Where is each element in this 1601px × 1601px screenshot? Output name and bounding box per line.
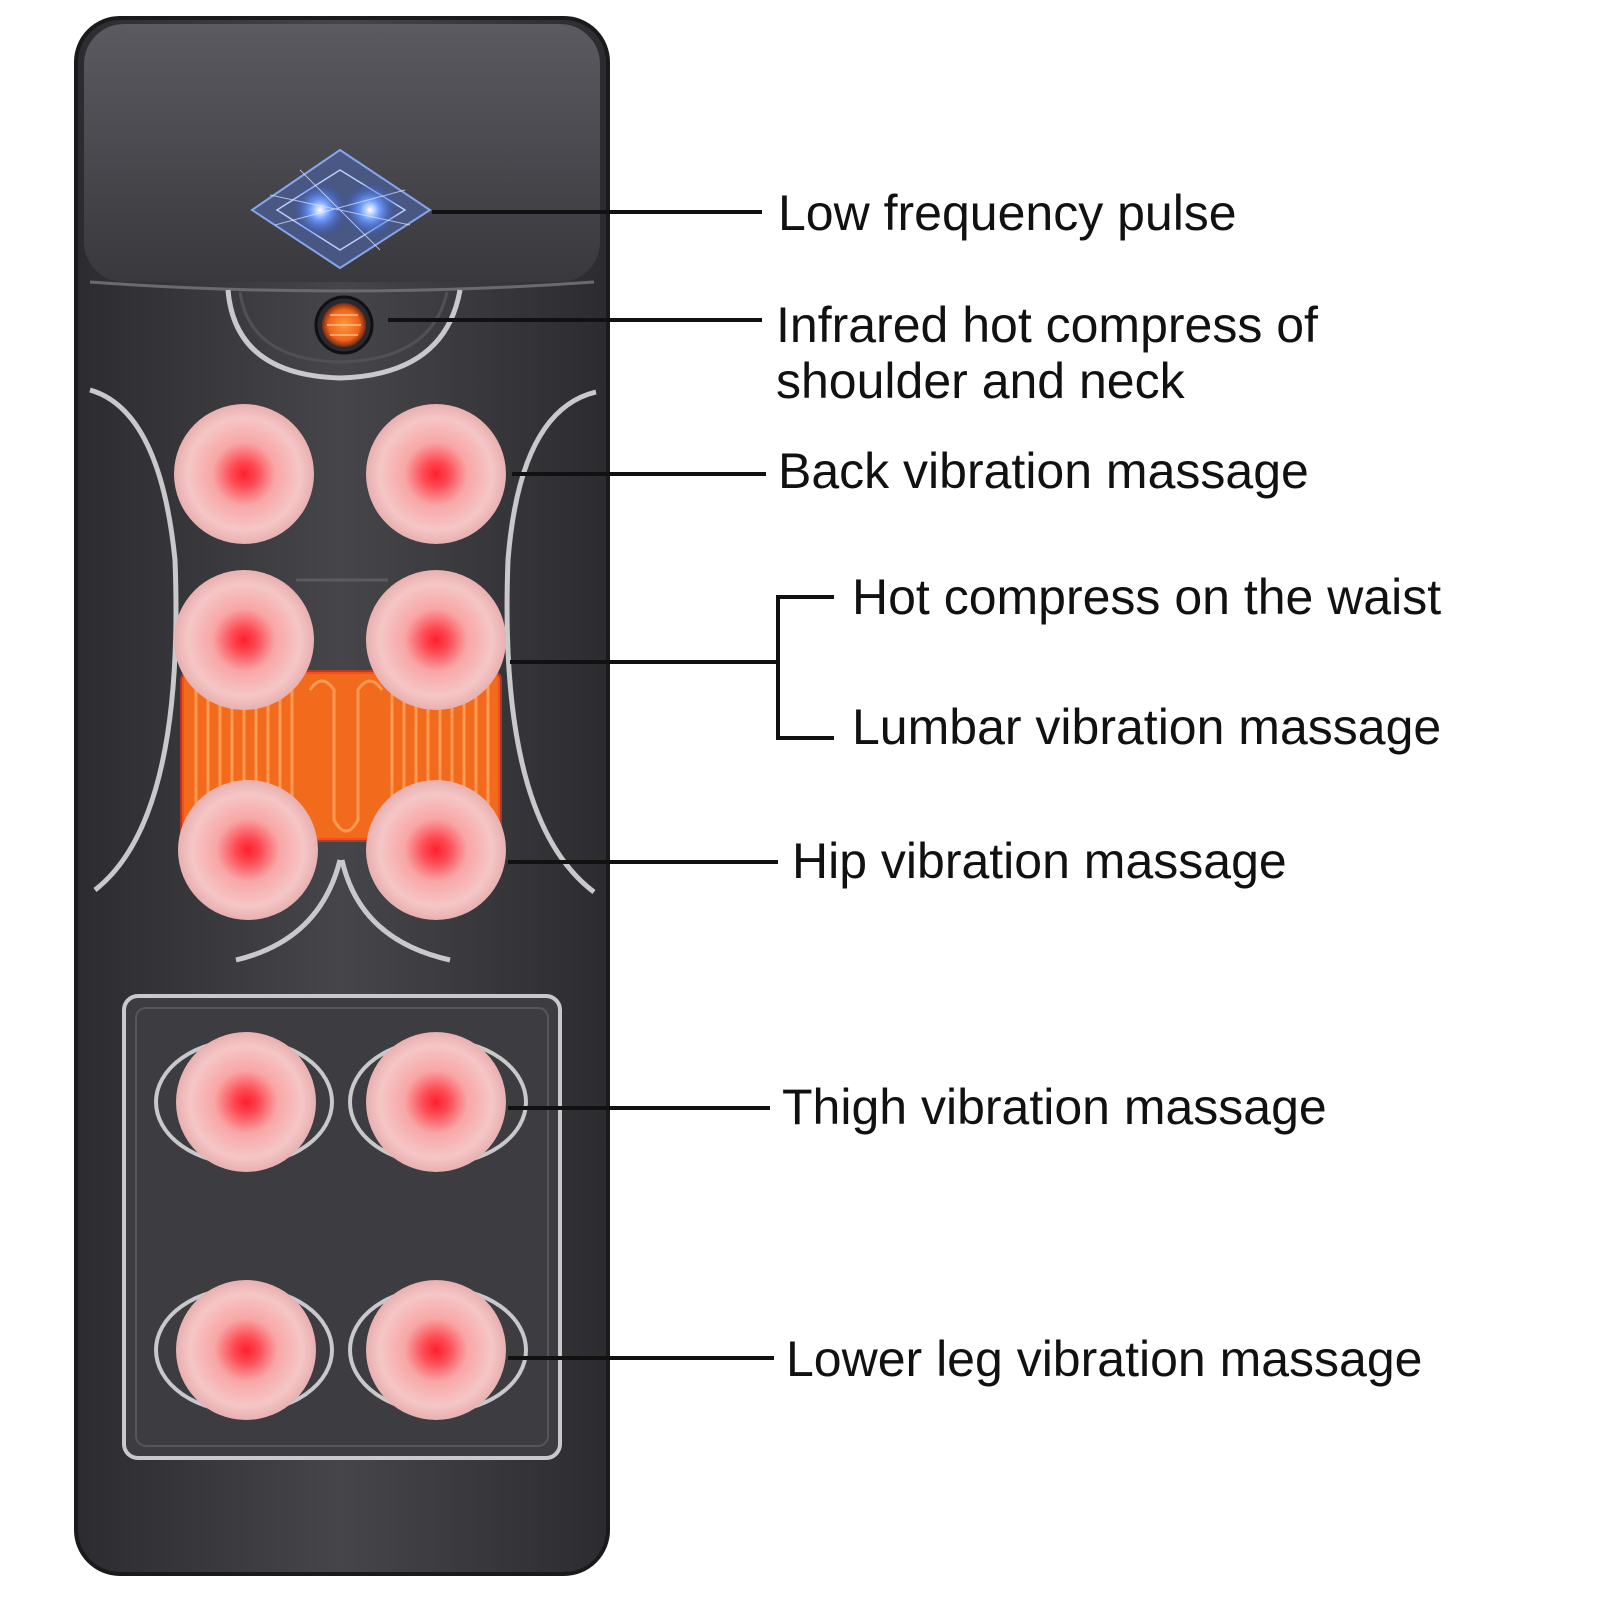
infrared-heater-disc	[314, 295, 374, 355]
back-vibration-nodes	[174, 404, 506, 544]
label-infrared-line1: Infrared hot compress of	[776, 297, 1318, 353]
bracket-waist	[776, 595, 834, 740]
label-thigh-vibration: Thigh vibration massage	[782, 1079, 1327, 1135]
hip-vibration-nodes	[178, 780, 506, 920]
lumbar-vibration-nodes	[174, 570, 506, 710]
label-back-vibration: Back vibration massage	[778, 443, 1309, 499]
thigh-vibration-nodes	[176, 1032, 506, 1172]
leader-lines	[388, 210, 834, 1360]
label-hip-vibration: Hip vibration massage	[792, 833, 1287, 889]
label-hot-compress-waist: Hot compress on the waist	[852, 569, 1442, 625]
low-frequency-pulse-pad	[250, 148, 432, 270]
label-lower-leg-vibration: Lower leg vibration massage	[786, 1331, 1423, 1387]
label-infrared-line2: shoulder and neck	[776, 353, 1185, 409]
lower-leg-vibration-nodes	[176, 1280, 506, 1420]
label-low-frequency-pulse: Low frequency pulse	[778, 185, 1237, 241]
label-lumbar-vibration: Lumbar vibration massage	[852, 699, 1442, 755]
